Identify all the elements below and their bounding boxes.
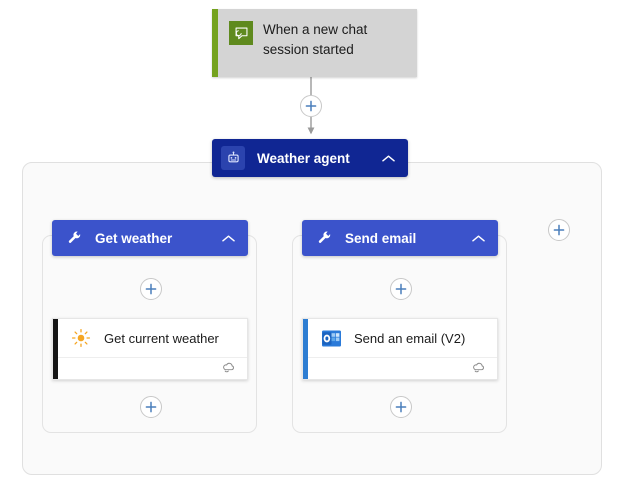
sun-icon bbox=[70, 327, 92, 349]
action-card-get-current-weather[interactable]: Get current weather bbox=[52, 318, 248, 380]
wrench-icon bbox=[316, 230, 334, 246]
wrench-icon bbox=[66, 230, 84, 246]
plus-icon bbox=[553, 224, 565, 236]
action-accent-bar bbox=[53, 319, 58, 379]
plus-icon bbox=[305, 100, 317, 112]
action-card-title: Send an email (V2) bbox=[354, 330, 466, 346]
chevron-up-icon[interactable] bbox=[382, 154, 395, 163]
trigger-card[interactable]: When a new chat session started bbox=[212, 9, 417, 77]
plus-icon bbox=[395, 401, 407, 413]
add-step-after-trigger[interactable] bbox=[300, 95, 322, 117]
tool-header-title: Send email bbox=[345, 230, 417, 246]
plus-icon bbox=[145, 401, 157, 413]
plus-icon bbox=[395, 283, 407, 295]
tool-header-title: Get weather bbox=[95, 230, 173, 246]
add-step-after-send-an-email[interactable] bbox=[390, 396, 412, 418]
chevron-up-icon[interactable] bbox=[472, 234, 485, 243]
tool-header-send-email[interactable]: Send email bbox=[302, 220, 498, 256]
robot-icon bbox=[221, 146, 245, 170]
add-step-get-weather[interactable] bbox=[140, 278, 162, 300]
agent-node-title: Weather agent bbox=[257, 150, 350, 166]
action-accent-bar bbox=[303, 319, 308, 379]
connector-cloud-icon bbox=[221, 360, 236, 378]
action-card-title: Get current weather bbox=[104, 330, 219, 346]
connector-cloud-icon bbox=[471, 360, 486, 378]
tool-header-get-weather[interactable]: Get weather bbox=[52, 220, 248, 256]
chat-bubble-icon bbox=[229, 21, 253, 45]
add-step-after-get-current-weather[interactable] bbox=[140, 396, 162, 418]
plus-icon bbox=[145, 283, 157, 295]
add-branch[interactable] bbox=[548, 219, 570, 241]
outlook-icon bbox=[320, 327, 342, 349]
action-card-send-an-email[interactable]: Send an email (V2) bbox=[302, 318, 498, 380]
chevron-up-icon[interactable] bbox=[222, 234, 235, 243]
trigger-accent-bar bbox=[212, 9, 218, 77]
add-step-send-email[interactable] bbox=[390, 278, 412, 300]
trigger-title: When a new chat session started bbox=[263, 22, 368, 57]
agent-node-weather-agent[interactable]: Weather agent bbox=[212, 139, 408, 177]
